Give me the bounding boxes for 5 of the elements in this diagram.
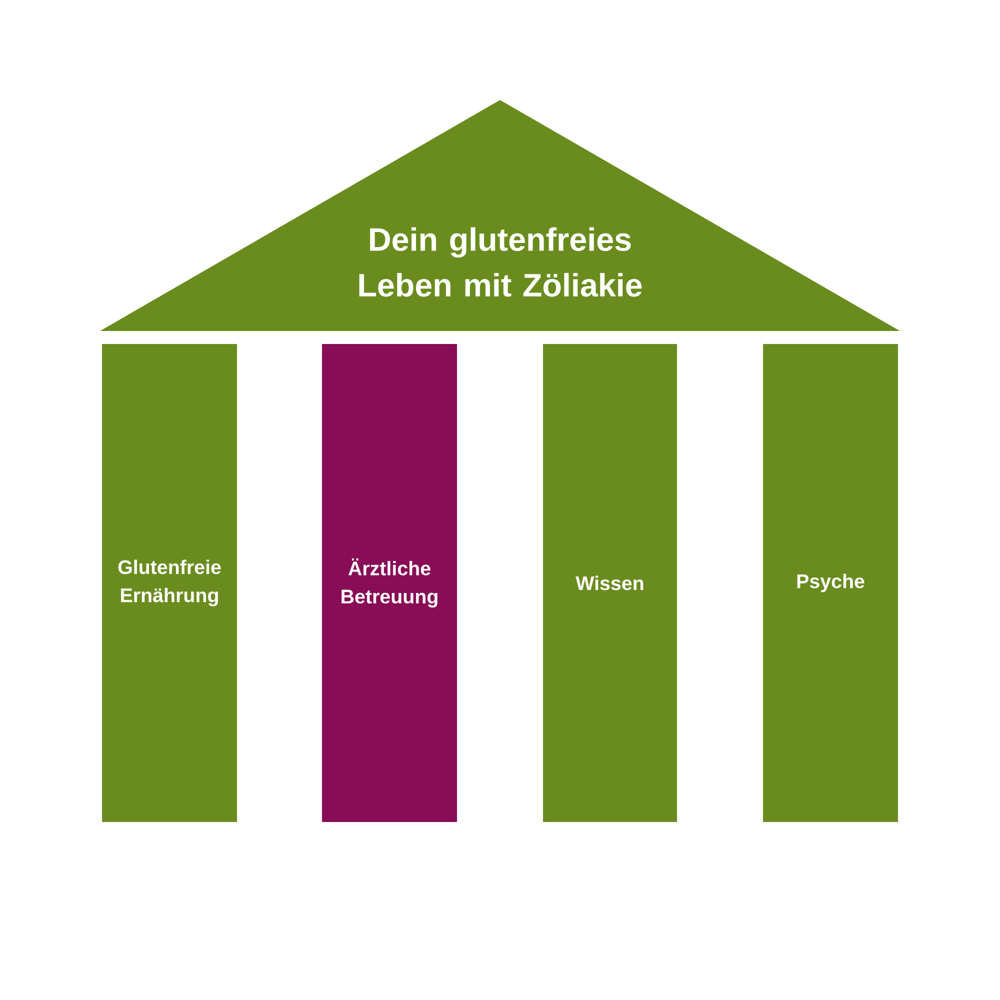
pillar: Psyche <box>763 344 898 822</box>
roof-triangle: Dein glutenfreies Leben mit Zöliakie <box>100 100 900 331</box>
pillar: Wissen <box>543 344 678 822</box>
pillar: Glutenfreie Ernährung <box>102 344 238 822</box>
pillar: Ärztliche Betreuung <box>322 344 458 822</box>
